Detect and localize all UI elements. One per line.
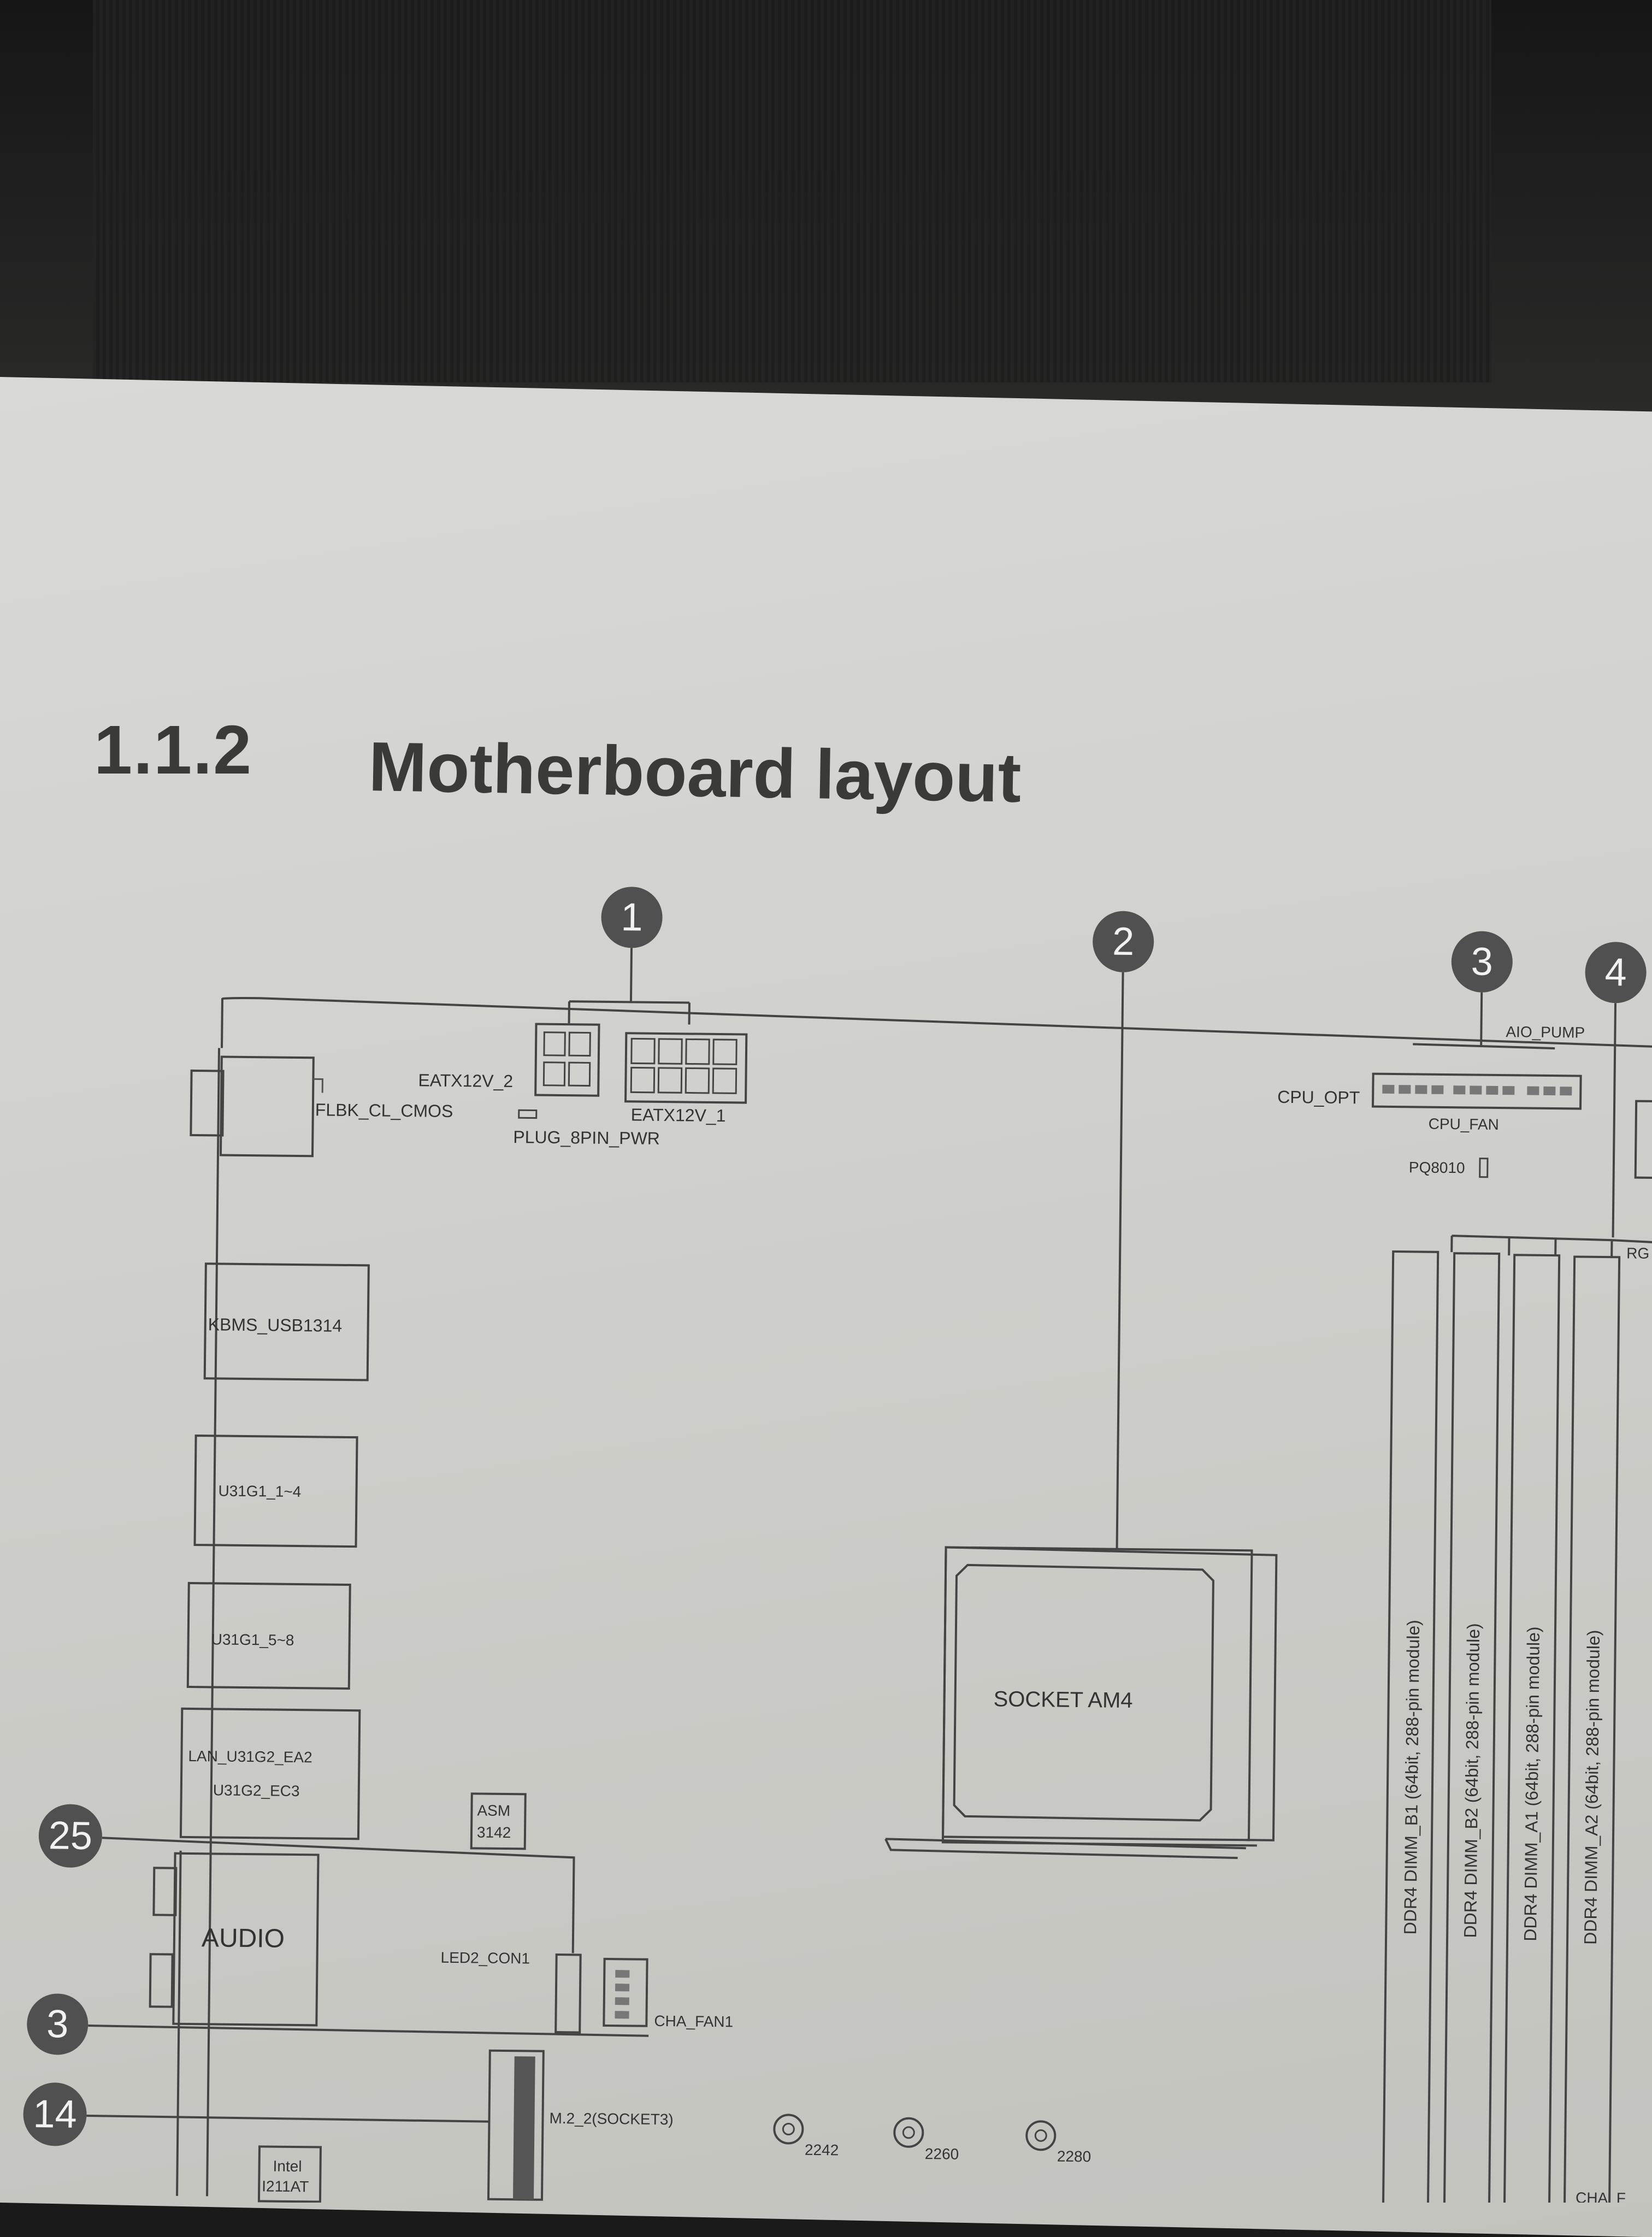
flbk-cl-cmos-label: FLBK_CL_CMOS xyxy=(315,1100,453,1121)
eatx12v-2-connector: EATX12V_2 xyxy=(418,1023,600,1097)
callout-3-bottom: 3 xyxy=(27,1993,649,2055)
callout-3-top: 3 xyxy=(1413,931,1555,1050)
callout-2: 2 xyxy=(1093,911,1154,1549)
callout-1: 1 xyxy=(568,887,691,1025)
asm-line1-label: ASM xyxy=(477,1802,510,1819)
m2-standoff-2260 xyxy=(893,2117,924,2148)
fabric-texture xyxy=(93,0,1491,382)
dimm-a1-slot xyxy=(1503,1254,1561,2203)
audio-label: AUDIO xyxy=(202,1923,285,1953)
m2-2260-label: 2260 xyxy=(925,2145,959,2163)
u31g1-5-8-label: U31G1_5~8 xyxy=(211,1631,294,1649)
dimm-b2-label: DDR4 DIMM_B2 (64bit, 288-pin module) xyxy=(1460,1623,1483,1938)
callout-2-label: 2 xyxy=(1112,920,1135,964)
rg-partial-label: RG xyxy=(1626,1244,1649,1261)
m2-standoff-2242 xyxy=(773,2114,804,2145)
m2-slot: M.2_2(SOCKET3) 2242 2260 2280 xyxy=(487,2049,1092,2201)
m2-standoff-2280 xyxy=(1025,2120,1057,2151)
callout-25-label: 25 xyxy=(48,1814,92,1858)
kbms-usb1314-label: KBMS_USB1314 xyxy=(208,1314,343,1336)
m2-2280-label: 2280 xyxy=(1057,2148,1092,2165)
intel-chip: Intel I211AT xyxy=(257,2145,322,2203)
plug-8pin-marker xyxy=(518,1109,538,1119)
callout-3-bottom-label: 3 xyxy=(46,2002,69,2046)
pq8010-label: PQ8010 xyxy=(1409,1159,1465,1176)
m2-2-label: M.2_2(SOCKET3) xyxy=(549,2110,673,2128)
u31g1-1-4-label: U31G1_1~4 xyxy=(218,1482,301,1500)
board-outline xyxy=(176,997,1652,2197)
kbms-usb-port xyxy=(203,1262,370,1382)
dimm-a2-slot xyxy=(1563,1255,1621,2203)
callout-4: 4 xyxy=(1585,942,1647,1238)
fan-headers: CPU_OPT AIO_PUMP CPU_FAN PQ8010 RG xyxy=(1277,1023,1652,1262)
callout-4-label: 4 xyxy=(1604,951,1627,994)
partial-right-component xyxy=(1634,1100,1652,1179)
dimm-a2-label: DDR4 DIMM_A2 (64bit, 288-pin module) xyxy=(1580,1630,1603,1945)
lan-usb-port xyxy=(179,1707,361,1840)
callout-25: 25 xyxy=(38,1804,575,1953)
callout-1-label: 1 xyxy=(621,895,643,939)
pq8010-marker xyxy=(1479,1158,1489,1178)
callout-3-top-label: 3 xyxy=(1471,940,1493,983)
u31g1-5-8-port xyxy=(186,1581,351,1690)
dimm-b1-label: DDR4 DIMM_B1 (64bit, 288-pin module) xyxy=(1400,1620,1423,1935)
section-number: 1.1.2 xyxy=(94,711,253,788)
lan-line2-label: U31G2_EC3 xyxy=(213,1781,300,1799)
rear-io: KBMS_USB1314 U31G1_1~4 U31G1_5~8 LAN_U31… xyxy=(179,1262,527,1850)
plug-8pin-label: PLUG_8PIN_PWR xyxy=(513,1127,660,1148)
intel-line2-label: I211AT xyxy=(262,2177,309,2195)
intel-line1-label: Intel xyxy=(273,2158,302,2175)
eatx12v-1-connector: EATX12V_1 xyxy=(624,1032,748,1125)
asm-line2-label: 3142 xyxy=(477,1823,511,1841)
cha-partial-label: CHA_F xyxy=(1576,2189,1626,2203)
aio-pump-label: AIO_PUMP xyxy=(1506,1023,1585,1041)
dimm-a1-label: DDR4 DIMM_A1 (64bit, 288-pin module) xyxy=(1520,1626,1543,1941)
audio-block: AUDIO xyxy=(149,1852,320,2027)
callout-14: 14 xyxy=(23,2082,489,2146)
u31g1-1-4-port xyxy=(193,1435,358,1548)
callout-14-label: 14 xyxy=(33,2092,77,2136)
flbk-block: FLBK_CL_CMOS xyxy=(190,1055,453,1158)
asm3142-chip xyxy=(470,1792,527,1850)
lan-line1-label: LAN_U31G2_EA2 xyxy=(188,1748,312,1766)
cpu-socket: SOCKET AM4 xyxy=(884,1546,1278,1860)
dimm-b2-slot xyxy=(1443,1252,1501,2203)
led-cha-headers: LED2_CON1 CHA_FAN1 xyxy=(440,1949,733,2034)
dimm-b1-slot xyxy=(1382,1250,1439,2203)
eatx12v-2-label: EATX12V_2 xyxy=(418,1070,513,1091)
eatx12v-1-label: EATX12V_1 xyxy=(631,1105,726,1125)
led2-con1-label: LED2_CON1 xyxy=(440,1949,530,1967)
m2-2242-label: 2242 xyxy=(805,2141,839,2159)
dimm-slots: DDR4 DIMM_B1 (64bit, 288-pin module) DDR… xyxy=(1382,1235,1652,2203)
cha-fan1-label: CHA_FAN1 xyxy=(654,2012,733,2031)
socket-label: SOCKET AM4 xyxy=(993,1687,1132,1713)
cpu-opt-label: CPU_OPT xyxy=(1277,1087,1360,1108)
cpu-fan-label: CPU_FAN xyxy=(1429,1115,1499,1133)
